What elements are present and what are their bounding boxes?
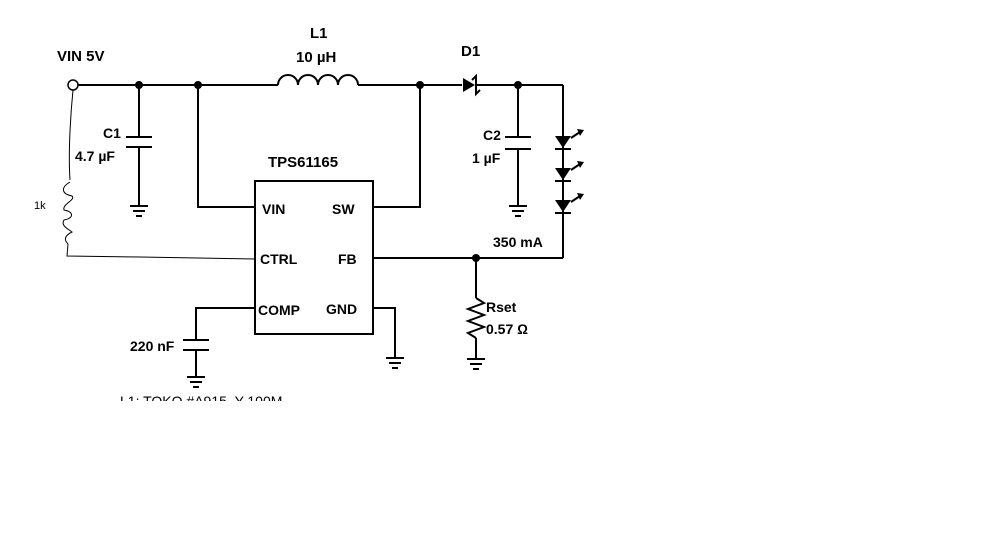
led-icon — [555, 129, 584, 150]
r1k-resistor-symbol — [62, 181, 74, 245]
ground-icon — [509, 205, 527, 217]
ground-icon — [187, 376, 205, 388]
c2-value-label: 1 µF — [472, 150, 501, 166]
pin-vin-label: VIN — [262, 201, 285, 217]
r1k-value-label: 1k — [34, 200, 46, 212]
ic-name-label: TPS61165 — [268, 154, 338, 171]
l1-name-label: L1 — [310, 25, 328, 42]
rset-resistor-symbol — [465, 297, 487, 339]
c1-value-label: 4.7 µF — [75, 148, 115, 164]
diode-d1-symbol — [463, 78, 475, 92]
ground-icon — [386, 357, 404, 369]
led-icon — [555, 161, 584, 182]
pin-fb-label: FB — [338, 251, 357, 267]
comp-cap-value-label: 220 nF — [130, 338, 175, 354]
pin-sw-label: SW — [332, 201, 355, 217]
vin-pin-wire — [197, 85, 255, 208]
pin-comp-label: COMP — [258, 302, 300, 318]
led-icon — [555, 193, 584, 214]
d1-name-label: D1 — [461, 43, 480, 60]
l1-value-label: 10 µH — [296, 49, 336, 66]
comp-pin-wire — [195, 307, 255, 340]
inductor-l1-symbol — [277, 74, 359, 86]
pin-gnd-label: GND — [326, 301, 357, 317]
rset-name-label: Rset — [486, 299, 517, 315]
sw-pin-wire — [373, 85, 421, 208]
rset-value-label: 0.57 Ω — [486, 321, 528, 337]
footnote-label: L1: TOKO #A915_Y-100M — [120, 393, 282, 409]
gnd-pin-wire — [373, 307, 396, 357]
pin-ctrl-label: CTRL — [260, 251, 298, 267]
r1k-lead-wire — [68, 89, 74, 181]
led-current-label: 350 mA — [493, 234, 543, 250]
c1-name-label: C1 — [103, 125, 121, 141]
c2-name-label: C2 — [483, 127, 501, 143]
vin-source-label: VIN 5V — [57, 48, 105, 65]
vin-terminal — [67, 79, 79, 91]
ground-icon — [130, 205, 148, 217]
ground-icon — [467, 358, 485, 370]
ctrl-wire — [66, 243, 256, 260]
ic-body — [254, 180, 374, 335]
